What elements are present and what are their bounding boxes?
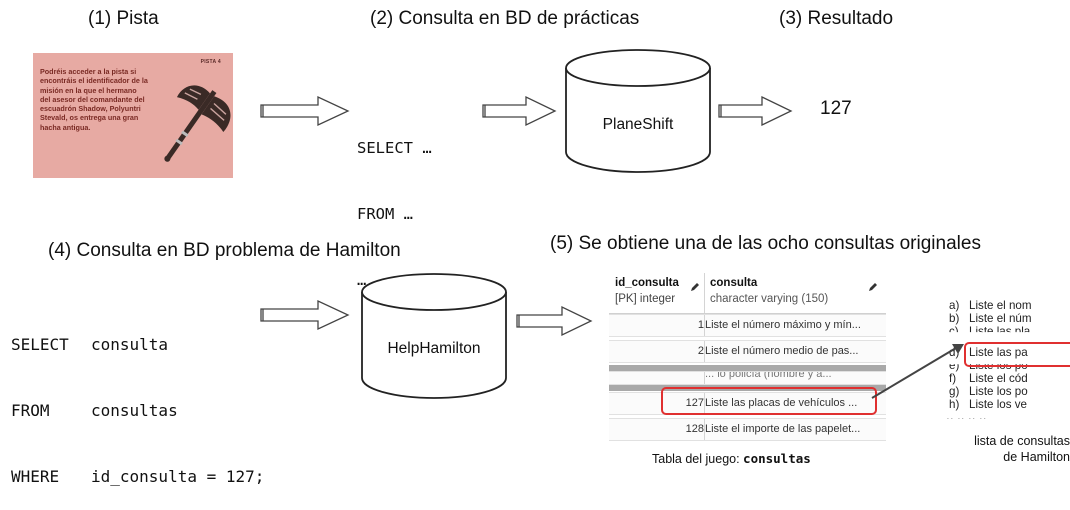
hint-text: Podréis acceder a la pista si encontráis… (40, 67, 148, 132)
list-item: d)Liste las pa (949, 346, 1028, 359)
row-consulta: Liste las placas de vehículos ... (705, 397, 858, 409)
helphamilton-database: HelpHamilton (359, 272, 509, 402)
planeshift-database: PlaneShift (563, 48, 713, 176)
table-row[interactable]: ... lo policía (nombre y a... (609, 371, 886, 385)
row-highlight (661, 387, 877, 415)
row-consulta: Liste el importe de las papelet... (705, 423, 861, 435)
result-value: 127 (820, 98, 852, 119)
row-id: 128 (685, 423, 704, 435)
arrow-1-icon (260, 95, 350, 127)
table-row[interactable]: 2 Liste el número medio de pas... (609, 340, 886, 363)
hamilton-query: SELECT consulta FROM consultas WHERE id_con… (11, 290, 264, 510)
where-keyword: WHERE (11, 467, 60, 486)
list-item: a)Liste el nom (949, 299, 1032, 312)
options-caption-line2: de Hamilton (1003, 450, 1070, 464)
select-value: consulta (91, 335, 169, 354)
list-item: h)Liste los ve (949, 398, 1027, 411)
list-item: b)Liste el núm (949, 312, 1032, 325)
step4-title: (4) Consulta en BD problema de Hamilton (48, 240, 401, 261)
option-highlight (964, 342, 1070, 367)
list-item-cut: ·· ·· ·· ·· (946, 412, 987, 419)
row-id: 2 (697, 345, 704, 357)
table-header: id_consulta [PK] integer consulta charac… (609, 273, 886, 314)
row-id: 1 (697, 319, 704, 331)
row-consulta: ... lo policía (nombre y a... (705, 371, 832, 380)
helphamilton-label: HelpHamilton (387, 340, 481, 357)
col2-name: consulta (710, 277, 758, 289)
pencil-icon[interactable] (867, 281, 879, 293)
list-item: g)Liste los po (949, 385, 1028, 398)
database-cylinder-icon (361, 273, 507, 399)
step1-title: (1) Pista (88, 8, 159, 29)
table-caption-prefix: Tabla del juego: (652, 452, 744, 466)
practice-query-line2: FROM … (357, 205, 413, 223)
where-value: id_consulta = 127; (91, 467, 265, 486)
axe-icon (164, 85, 231, 162)
database-cylinder-icon (565, 49, 711, 173)
table-break-bar (609, 365, 886, 371)
options-caption: lista de consultas de Hamilton (944, 433, 1070, 465)
table-row[interactable]: 1 Liste el número máximo y mín... (609, 314, 886, 337)
practice-query-line1: SELECT … (357, 139, 432, 157)
pencil-icon[interactable] (689, 281, 701, 293)
arrow-5-icon (516, 305, 593, 337)
select-keyword: SELECT (11, 335, 69, 354)
col1-type: [PK] integer (615, 293, 676, 305)
table-caption-name: consultas (743, 451, 811, 466)
hint-tag: PISTA 4 (200, 59, 221, 65)
list-item: e)Liste los po (949, 359, 1028, 372)
row-id: 127 (685, 397, 704, 409)
col2-type: character varying (150) (710, 293, 829, 305)
row-consulta: Liste el número máximo y mín... (705, 319, 861, 331)
step5-title: (5) Se obtiene una de las ocho consultas… (550, 233, 981, 254)
table-row[interactable]: 128 Liste el importe de las papelet... (609, 418, 886, 441)
planeshift-label: PlaneShift (602, 116, 674, 133)
row-consulta: Liste el número medio de pas... (705, 345, 859, 357)
table-caption: Tabla del juego: consultas (652, 451, 811, 466)
from-keyword: FROM (11, 401, 50, 420)
arrow-3-icon (718, 95, 793, 127)
results-table: id_consulta [PK] integer consulta charac… (609, 273, 886, 443)
step2-title: (2) Consulta en BD de prácticas (370, 8, 640, 29)
arrow-4-icon (260, 299, 350, 331)
connector-arrow-icon (871, 344, 964, 399)
from-value: consultas (91, 401, 178, 420)
list-item: c)Liste las pla (949, 325, 1031, 338)
list-item: f)Liste el cód (949, 372, 1028, 385)
step3-title: (3) Resultado (779, 8, 894, 29)
arrow-2-icon (482, 95, 557, 127)
col1-name: id_consulta (615, 277, 679, 289)
options-caption-line1: lista de consultas (974, 434, 1070, 448)
options-list: a)Liste el nom b)Liste el núm c)Liste la… (946, 299, 1070, 419)
hint-card: PISTA 4 Podréis acceder a la pista si en… (33, 53, 233, 178)
